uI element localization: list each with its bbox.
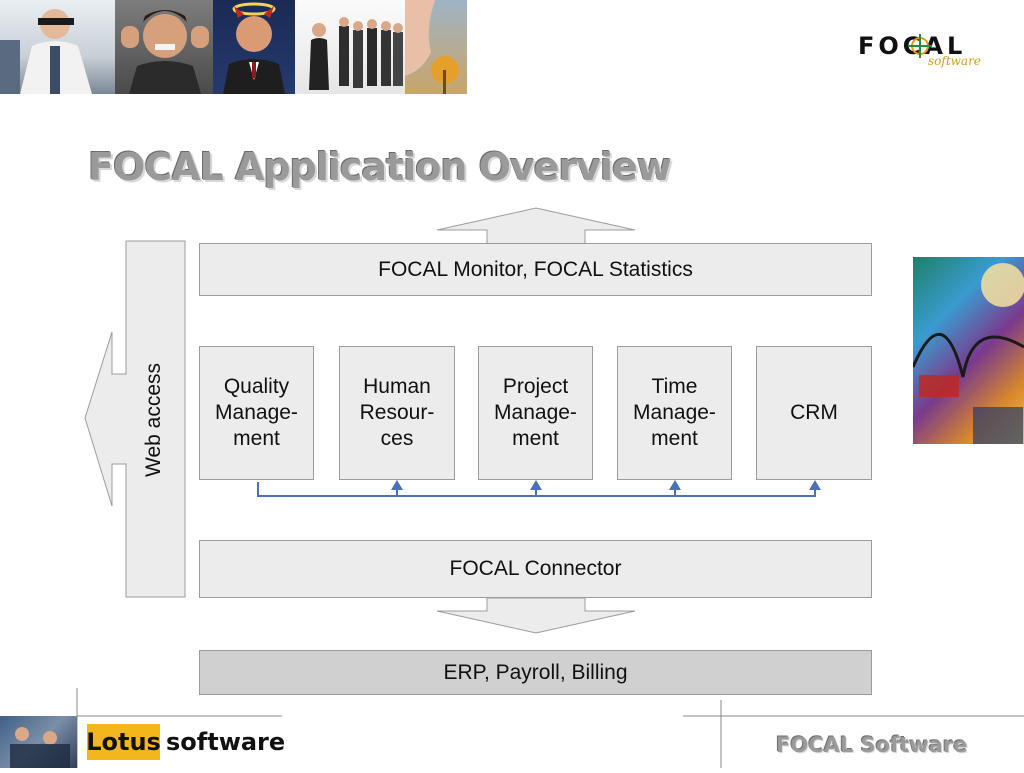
photo-frustrated-man xyxy=(115,0,213,94)
module-project-management: Project Manage- ment xyxy=(478,346,593,480)
photo-blindfolded-businessman xyxy=(0,0,115,94)
photo-blindfolded-art xyxy=(0,9,92,94)
footer-team-photo xyxy=(0,716,77,768)
focal-connector-box: FOCAL Connector xyxy=(199,540,872,598)
photo-woman-art xyxy=(405,0,459,94)
photo-business-team xyxy=(295,0,405,94)
focal-logo: FOCAL software xyxy=(858,28,988,72)
photo-frustrated-art xyxy=(121,10,209,94)
web-access-label: Web access xyxy=(142,363,165,477)
focal-crosshair-icon xyxy=(908,34,932,58)
focal-connector-label: FOCAL Connector xyxy=(449,557,622,580)
monitor-statistics-box: FOCAL Monitor, FOCAL Statistics xyxy=(199,243,872,296)
module-quality-management: Quality Manage- ment xyxy=(199,346,314,480)
erp-payroll-billing-label: ERP, Payroll, Billing xyxy=(443,660,628,684)
monitor-statistics-label: FOCAL Monitor, FOCAL Statistics xyxy=(378,257,693,281)
module-crm: CRM xyxy=(756,346,872,480)
photo-woman-profile xyxy=(405,0,467,94)
footer-photo-art xyxy=(10,727,70,768)
collage-art xyxy=(913,263,1024,444)
lotus-logo: Lotus xyxy=(86,724,161,760)
footer-brand: FOCAL Software xyxy=(776,733,968,757)
photo-team-art xyxy=(309,17,403,90)
web-access-left-arrow-icon xyxy=(84,240,186,598)
slide-title: FOCAL Application Overview xyxy=(88,145,672,189)
module-connector-lines xyxy=(257,480,821,497)
photo-devil-man xyxy=(213,0,295,94)
module-human-resources: Human Resour- ces xyxy=(339,346,455,480)
erp-payroll-billing-box: ERP, Payroll, Billing xyxy=(199,650,872,695)
module-time-management: Time Manage- ment xyxy=(617,346,732,480)
photo-devil-art xyxy=(223,2,285,94)
down-arrow-icon xyxy=(436,597,636,634)
up-arrow-icon xyxy=(436,207,636,245)
lotus-software-label: software xyxy=(166,728,286,756)
footer-divider-lines xyxy=(76,688,1024,768)
decorative-collage-image xyxy=(913,257,1024,444)
focal-logo-subtitle: software xyxy=(928,54,981,68)
